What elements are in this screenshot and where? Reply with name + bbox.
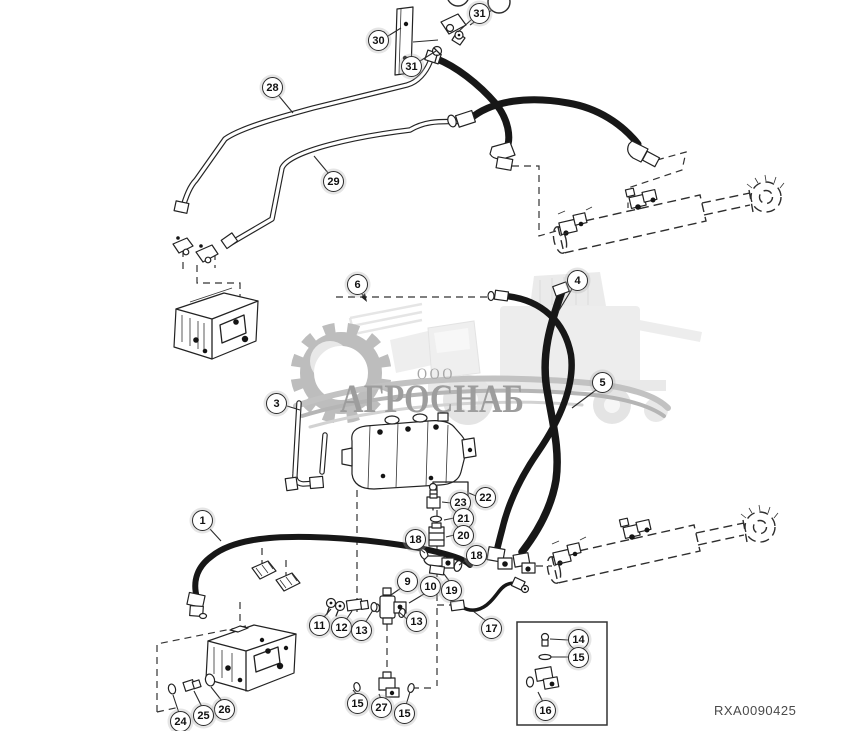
valve-assembly-center [341,412,477,490]
callout-13: 13 [406,611,427,632]
pump-assembly-upper-left [173,287,259,360]
steel-tube-28 [179,59,433,213]
hose-1 [186,533,473,620]
plug-and-orings-24-25-26 [167,673,216,695]
steel-tube-3 [284,400,328,492]
cylinder-top-right [550,174,785,256]
callout-5: 5 [592,372,613,393]
callout-17: 17 [481,618,502,639]
callout-10: 10 [420,576,441,597]
callout-15: 15 [394,703,415,724]
hose-17 [449,576,530,612]
callout-16: 16 [535,700,556,721]
pump-upper-fittings [172,200,239,264]
inset-detail-box [516,621,608,726]
hose-upper-a [424,49,516,171]
callout-31: 31 [469,3,490,24]
callout-22: 22 [475,487,496,508]
cylinder-hose-elbows [486,546,536,574]
callout-15: 15 [568,647,589,668]
callout-1: 1 [192,510,213,531]
hose-upper-b [447,96,661,168]
watermark-org-type: ООО [417,366,455,383]
callout-19: 19 [441,580,462,601]
callout-29: 29 [323,171,344,192]
watermark-company-name: АГРОСНАБ [340,376,524,421]
callout-28: 28 [262,77,283,98]
steel-tube-29 [228,118,465,246]
callout-18: 18 [466,545,487,566]
pump-assembly-lower-left [205,624,297,692]
cylinder-middle-right [544,504,779,586]
callout-4: 4 [567,270,588,291]
figure-code: RXA0090425 [714,703,797,718]
callout-6: 6 [347,274,368,295]
fitting-stack [419,481,469,576]
callout-13: 13 [351,620,372,641]
callout-11: 11 [309,615,330,636]
watermark-logo: ООО АГРОСНАБ [290,322,671,429]
callout-12: 12 [331,617,352,638]
callout-25: 25 [193,705,214,726]
callout-9: 9 [397,571,418,592]
callout-20: 20 [453,525,474,546]
callout-3: 3 [266,393,287,414]
callout-23: 23 [450,492,471,513]
connector-fittings-hatched [251,560,301,592]
callout-27: 27 [371,697,392,718]
callout-26: 26 [214,699,235,720]
callout-31: 31 [401,56,422,77]
callout-18: 18 [405,529,426,550]
hose-4 [487,289,575,558]
bottom-elbow-fitting [353,671,415,698]
hose-5 [518,281,570,556]
callout-24: 24 [170,711,191,731]
callout-15: 15 [347,693,368,714]
tee-fitting-cluster [325,587,407,625]
callout-30: 30 [368,30,389,51]
